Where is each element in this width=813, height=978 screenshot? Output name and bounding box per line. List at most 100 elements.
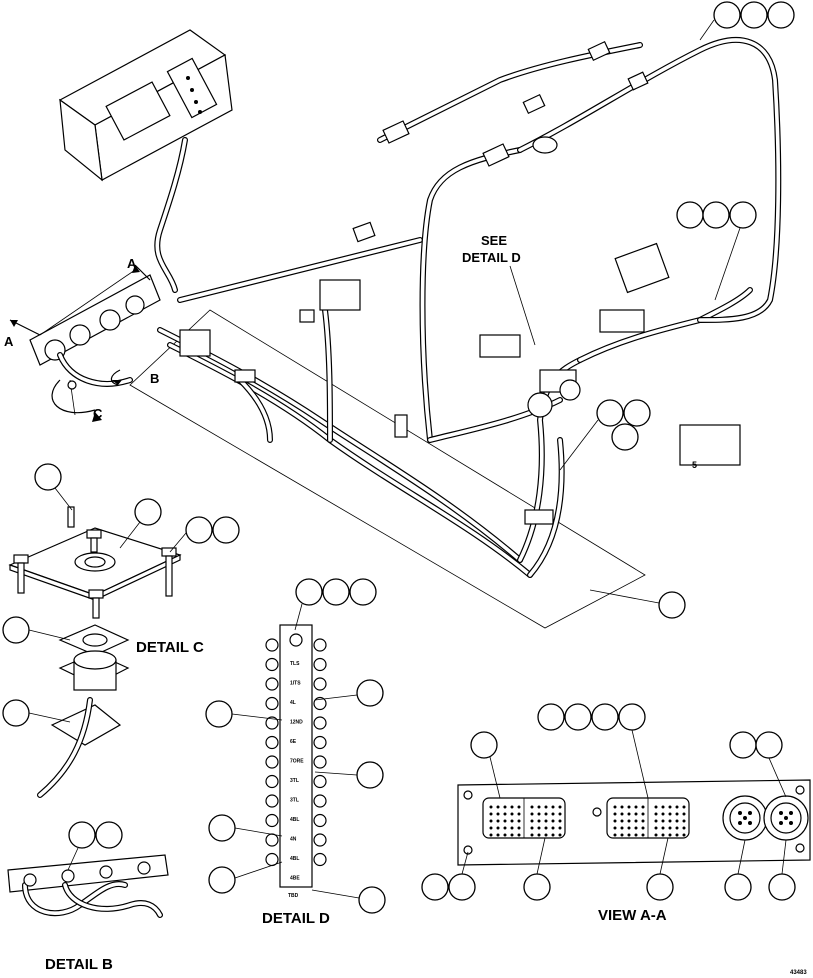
connector-pin — [558, 805, 562, 809]
display-cable — [154, 137, 188, 293]
connector-40-pin-right — [606, 797, 690, 839]
callout-bubble — [676, 201, 704, 229]
connector-pin — [620, 819, 624, 823]
connector-pin — [654, 805, 658, 809]
terminal-label: TLS — [290, 661, 300, 667]
connector-pin — [668, 819, 672, 823]
connector-pin — [641, 826, 645, 830]
connector-pin — [675, 819, 679, 823]
circular-connector-right — [763, 795, 809, 841]
connector-pin — [551, 805, 555, 809]
terminal-post — [313, 813, 327, 828]
connector-pin — [530, 812, 534, 816]
connector-pin — [489, 805, 493, 809]
view-label-a-top: A — [127, 256, 137, 271]
connector-pin — [510, 819, 514, 823]
connector-pin — [544, 805, 548, 809]
terminal-post — [265, 794, 279, 808]
terminal-post — [265, 755, 279, 769]
connector-pin — [503, 805, 507, 809]
connector-pin — [503, 819, 507, 823]
connector-pin — [668, 805, 672, 809]
connector-pin — [496, 819, 500, 823]
terminal-post — [313, 657, 327, 672]
terminal-label: 4BE — [290, 876, 300, 882]
callout-bubble — [205, 700, 233, 728]
connector-pin — [627, 812, 631, 816]
connector-pin — [682, 812, 686, 816]
connector-pin — [682, 833, 686, 837]
callout-bubble — [591, 703, 619, 731]
connector-pin — [517, 833, 521, 837]
connector-pin — [661, 833, 665, 837]
connector-pin — [675, 805, 679, 809]
callout-bubble — [702, 201, 730, 229]
connector-pin — [654, 826, 658, 830]
connector-pin — [641, 805, 645, 809]
callout-bubble — [421, 873, 449, 901]
terminal-label: 7ORE — [290, 759, 304, 765]
callout-bubble — [349, 578, 377, 606]
connector-pin — [641, 833, 645, 837]
connector-pin — [544, 819, 548, 823]
connector-pin — [620, 805, 624, 809]
connector-pin — [530, 826, 534, 830]
section-line-a-a: A A — [4, 256, 151, 349]
callout-bubble — [713, 1, 741, 29]
terminal-label: 4BL — [290, 856, 299, 862]
callout-bubble — [623, 399, 651, 427]
callout-bubble — [295, 578, 323, 606]
callout-bubble — [618, 703, 646, 731]
connector-pin — [537, 812, 541, 816]
connector-pin — [558, 833, 562, 837]
callout-bubble — [596, 399, 624, 427]
svg-text:5: 5 — [692, 460, 697, 470]
connector-pin — [517, 819, 521, 823]
main-harness — [157, 37, 782, 578]
callout-bubble — [729, 201, 757, 229]
terminal-post — [313, 833, 327, 847]
connector-pin — [613, 833, 617, 837]
terminal-label: 1ITS — [290, 681, 301, 687]
connector-pin — [675, 812, 679, 816]
connector-pin — [558, 819, 562, 823]
connector-pin — [634, 833, 638, 837]
callout-bubble — [322, 578, 350, 606]
see-detail-d-line2: DETAIL D — [462, 250, 521, 265]
callout-bubble — [34, 463, 62, 491]
connector-pin — [517, 812, 521, 816]
detail-b-title: DETAIL B — [45, 956, 113, 973]
callout-bubble — [356, 679, 384, 707]
callout-bubble — [356, 761, 384, 789]
callout-bubble — [185, 516, 213, 544]
callout-bubble — [611, 423, 639, 451]
connector-pin — [544, 833, 548, 837]
connector-pin — [530, 819, 534, 823]
terminal-post — [265, 696, 279, 711]
terminal-post — [313, 755, 327, 769]
connector-pin — [496, 805, 500, 809]
connector-pin — [627, 826, 631, 830]
display-panel — [58, 29, 233, 182]
connector-pin — [537, 826, 541, 830]
connector-pin — [551, 826, 555, 830]
see-detail-d-line1: SEE — [481, 233, 507, 248]
callout-bubble — [134, 498, 162, 526]
callout-bubble — [564, 703, 592, 731]
connector-pin — [634, 805, 638, 809]
terminal-post — [313, 735, 327, 750]
connector-pin — [654, 812, 658, 816]
callout-bubble — [470, 731, 498, 759]
terminal-label: 4L — [290, 700, 296, 706]
callout-bubble — [755, 731, 783, 759]
connector-pin — [613, 819, 617, 823]
connector-pin — [489, 812, 493, 816]
connector-pin — [627, 833, 631, 837]
floor-panel — [129, 309, 646, 629]
terminal-label: 12ND — [290, 720, 303, 726]
connector-pin — [675, 833, 679, 837]
callout-bubble — [646, 873, 674, 901]
connector-pin — [517, 805, 521, 809]
